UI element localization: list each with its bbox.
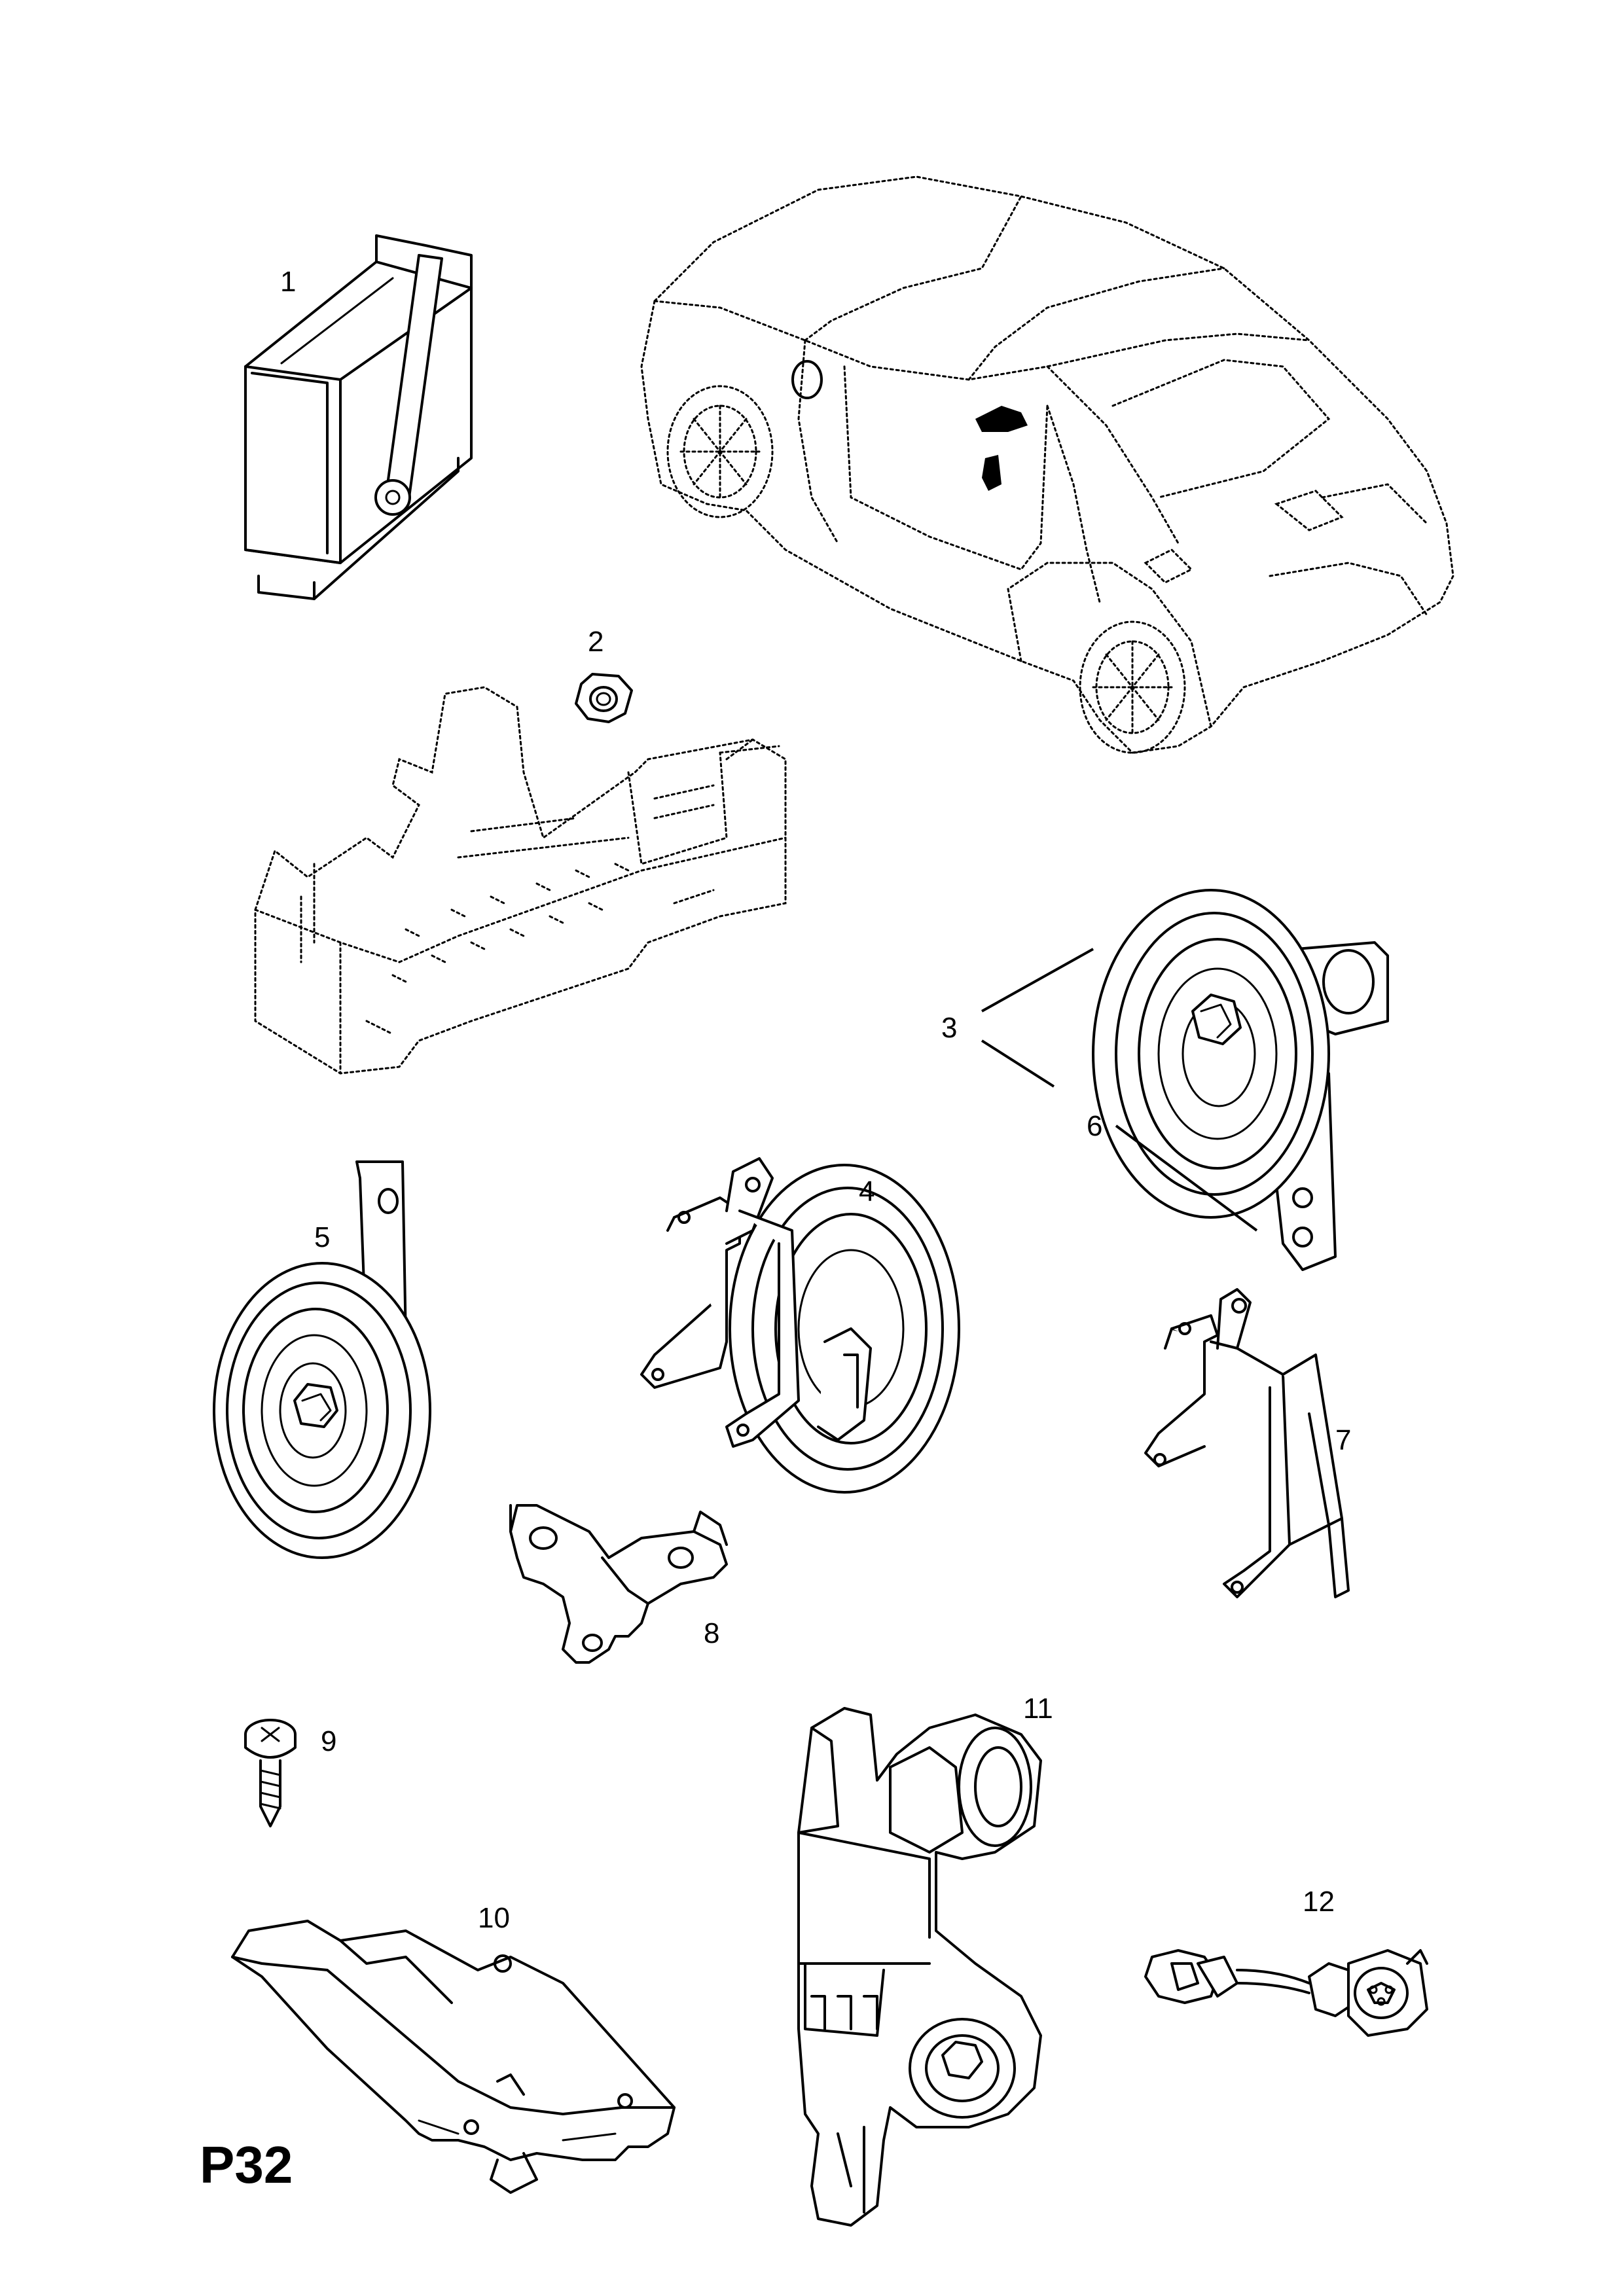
- callout-8: 8: [704, 1617, 719, 1649]
- fuse-box-reference: [254, 686, 787, 1075]
- part-5-horn-with-bracket: [213, 1160, 431, 1559]
- part-8-bracket-plate: [509, 1504, 728, 1664]
- callout-6: 6: [1087, 1110, 1102, 1142]
- callout-9: 9: [321, 1725, 336, 1757]
- callout-1: 1: [280, 266, 296, 298]
- vehicle-reference: [640, 175, 1454, 754]
- callout-4: 4: [859, 1175, 875, 1208]
- part-2-nut: [575, 673, 633, 723]
- part-4-horn-with-bracket: [640, 1157, 960, 1494]
- page-code: P32: [200, 2136, 293, 2194]
- part-1-control-module: [244, 234, 473, 600]
- part-3-6-horn-with-bracket: [1092, 889, 1389, 1271]
- callout-5: 5: [314, 1221, 330, 1253]
- callout-12: 12: [1303, 1886, 1335, 1918]
- callout-10: 10: [478, 1902, 510, 1934]
- part-9-screw: [244, 1719, 297, 1827]
- part-7-bracket: [1144, 1288, 1350, 1598]
- callout-11: 11: [1023, 1693, 1053, 1725]
- callout-2: 2: [588, 626, 604, 658]
- callout-3: 3: [941, 1012, 957, 1044]
- callout-7: 7: [1335, 1424, 1351, 1456]
- part-11-sensor: [797, 1707, 1042, 2227]
- part-12-wiring-harness: [1144, 1949, 1428, 2037]
- part-10-control-unit: [231, 1920, 676, 2194]
